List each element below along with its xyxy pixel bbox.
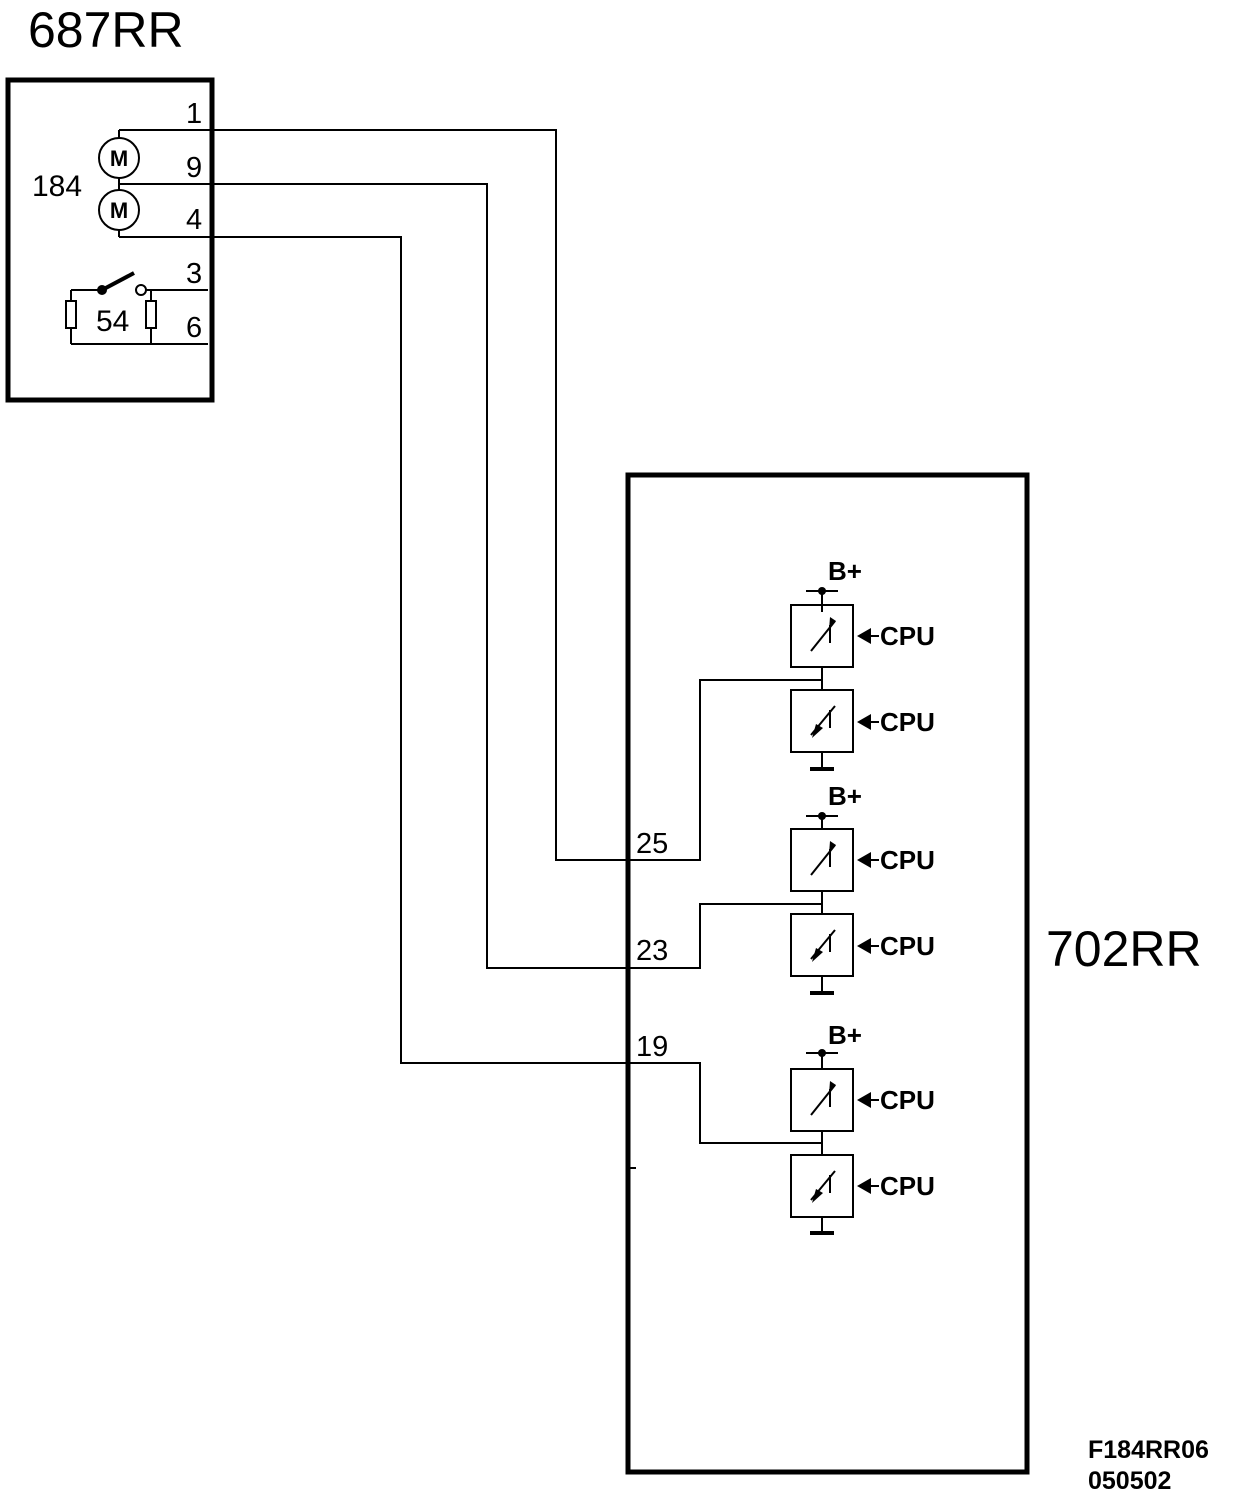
drawing-date: 050502	[1088, 1467, 1171, 1495]
cpu-label: CPU	[880, 1171, 935, 1201]
transistor-low-icon	[790, 913, 854, 977]
drawing-code: F184RR06	[1088, 1436, 1209, 1464]
pin-23-label: 23	[636, 935, 668, 967]
supply-label: B+	[828, 781, 862, 811]
switch-lever-icon	[101, 271, 135, 292]
transistor-high-icon	[790, 1068, 854, 1132]
motor-upper-letter: M	[110, 146, 128, 171]
cpu-label: CPU	[880, 845, 935, 875]
pin-19-label: 19	[636, 1031, 668, 1063]
supply-label: B+	[828, 556, 862, 586]
motor-lower-letter: M	[110, 198, 128, 223]
cpu-label: CPU	[880, 1085, 935, 1115]
cpu-label: CPU	[880, 707, 935, 737]
switch-contact-icon	[135, 284, 147, 296]
resistor-left-icon	[65, 300, 77, 329]
cpu-label: CPU	[880, 931, 935, 961]
driver-stage-2: B+ CPU CPU	[790, 781, 935, 995]
resistor-right-icon	[145, 300, 157, 329]
cpu-label: CPU	[880, 621, 935, 651]
pin-9-label: 9	[186, 152, 202, 184]
switch-label-54: 54	[96, 305, 129, 338]
transistor-low-icon	[790, 689, 854, 753]
pin-25-label: 25	[636, 828, 668, 860]
pin-4-label: 4	[186, 204, 202, 236]
motor-label-184: 184	[32, 170, 82, 203]
transistor-low-icon	[790, 1154, 854, 1218]
component-687rr-box	[5, 77, 215, 403]
transistor-high-icon	[790, 604, 854, 668]
supply-label: B+	[828, 1020, 862, 1050]
switch-54	[65, 271, 208, 345]
component-702rr-box	[625, 472, 1030, 1475]
motor-184: M M	[98, 130, 140, 237]
wire-pin1-to-pin25	[208, 129, 822, 861]
wire-pin4-to-pin19	[208, 236, 822, 1144]
pin-1-label: 1	[186, 98, 202, 130]
component-702rr-label: 702RR	[1046, 921, 1202, 977]
driver-stage-3: B+ CPU CPU	[790, 1020, 935, 1235]
driver-stage-1: B+ CPU CPU	[790, 556, 935, 771]
pin-3-label: 3	[186, 258, 202, 290]
pin-6-label: 6	[186, 312, 202, 344]
component-687rr-label: 687RR	[28, 2, 184, 58]
transistor-high-icon	[790, 828, 854, 892]
wire-pin9-to-pin23	[208, 183, 822, 969]
